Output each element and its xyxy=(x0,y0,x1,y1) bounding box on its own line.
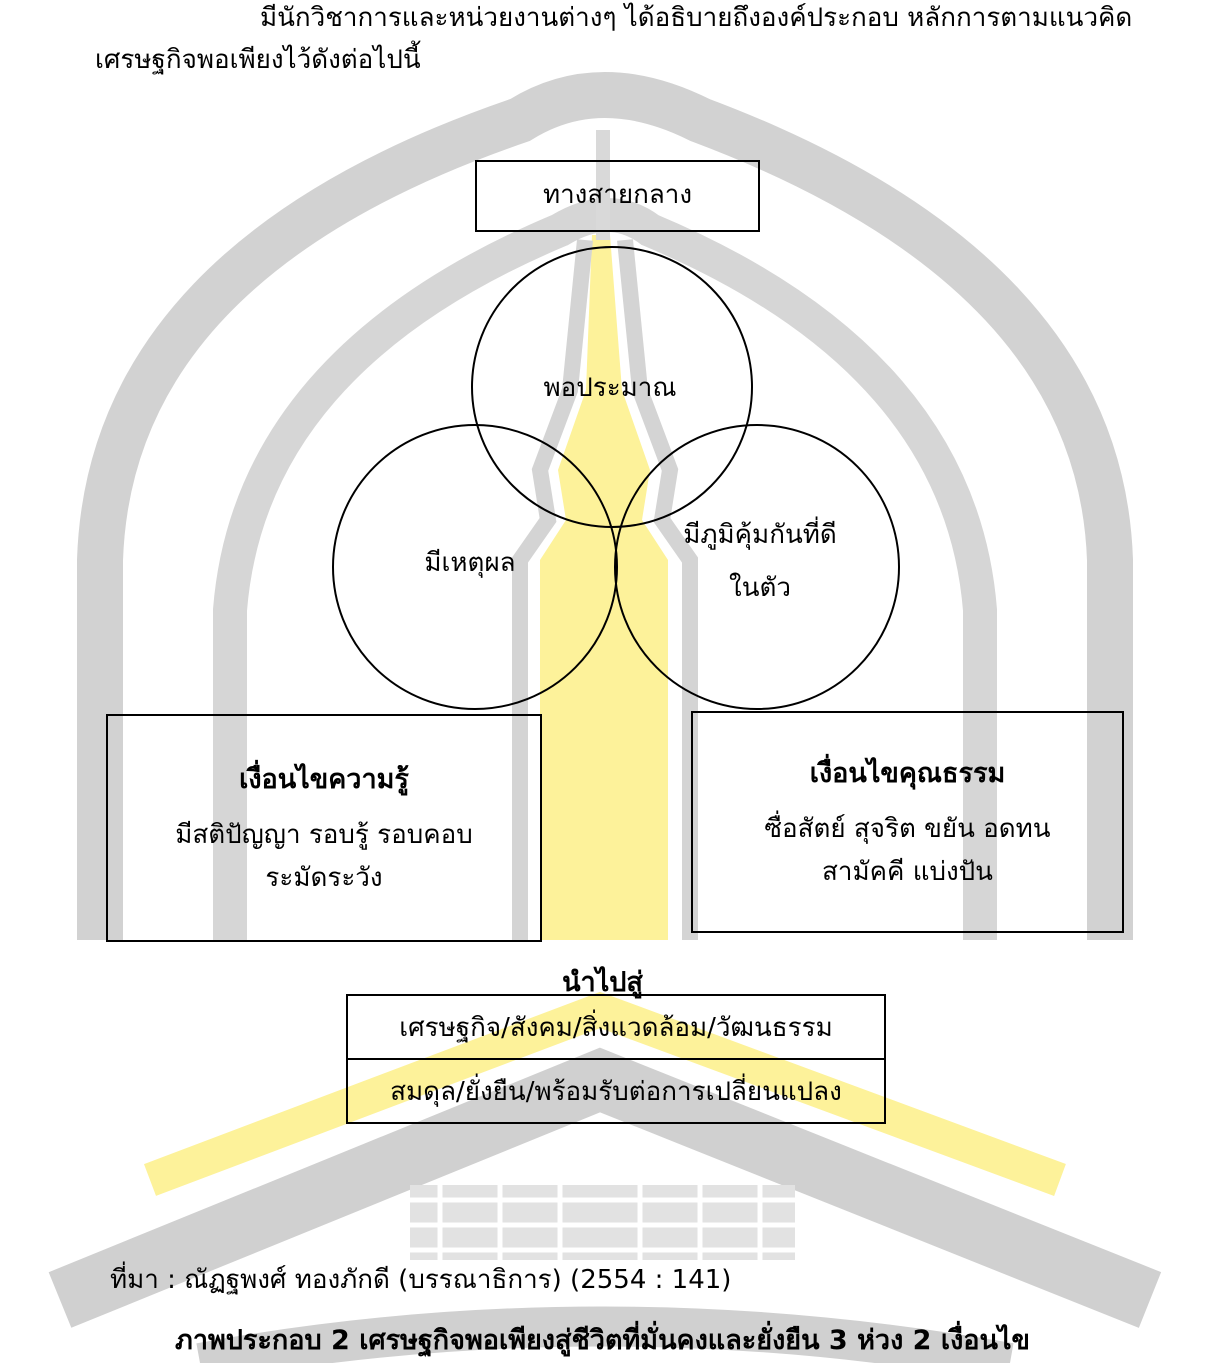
knowledge-line-2: ระมัดระวัง xyxy=(265,857,382,900)
outcome-row-2-text: สมดุล/ยั่งยืน/พร้อมรับต่อการเปลี่ยนแปลง xyxy=(390,1071,842,1112)
outcome-row-2: สมดุล/ยั่งยืน/พร้อมรับต่อการเปลี่ยนแปลง xyxy=(346,1060,886,1124)
knowledge-condition-box: เงื่อนไขความรู้ มีสติปัญญา รอบรู้ รอบคอบ… xyxy=(106,714,542,942)
knowledge-line-1: มีสติปัญญา รอบรู้ รอบคอบ xyxy=(175,814,472,857)
circle-right xyxy=(615,425,899,709)
morality-line-1: ซื่อสัตย์ สุจริต ขยัน อดทน xyxy=(764,808,1050,851)
morality-condition-box: เงื่อนไขคุณธรรม ซื่อสัตย์ สุจริต ขยัน อด… xyxy=(691,711,1124,933)
knowledge-title: เงื่อนไขความรู้ xyxy=(239,757,409,800)
outcome-table: เศรษฐกิจ/สังคม/สิ่งแวดล้อม/วัฒนธรรม สมดุ… xyxy=(346,994,886,1124)
circle-top-label: พอประมาณ xyxy=(500,372,720,406)
source-citation: ที่มา : ณัฏฐพงศ์ ทองภักดี (บรรณาธิการ) (… xyxy=(110,1264,731,1298)
outcome-row-1: เศรษฐกิจ/สังคม/สิ่งแวดล้อม/วัฒนธรรม xyxy=(346,994,886,1060)
figure-caption: ภาพประกอบ 2 เศรษฐกิจพอเพียงสู่ชีวิตที่มั… xyxy=(0,1318,1205,1361)
morality-line-2: สามัคคี แบ่งปัน xyxy=(822,851,993,894)
outcome-row-1-text: เศรษฐกิจ/สังคม/สิ่งแวดล้อม/วัฒนธรรม xyxy=(399,1007,832,1048)
circle-right-label-1: มีภูมิคุ้มกันที่ดี xyxy=(640,519,880,553)
circle-right-label-2: ในตัว xyxy=(640,572,880,606)
circle-left-label: มีเหตุผล xyxy=(380,547,560,581)
morality-title: เงื่อนไขคุณธรรม xyxy=(810,751,1006,794)
